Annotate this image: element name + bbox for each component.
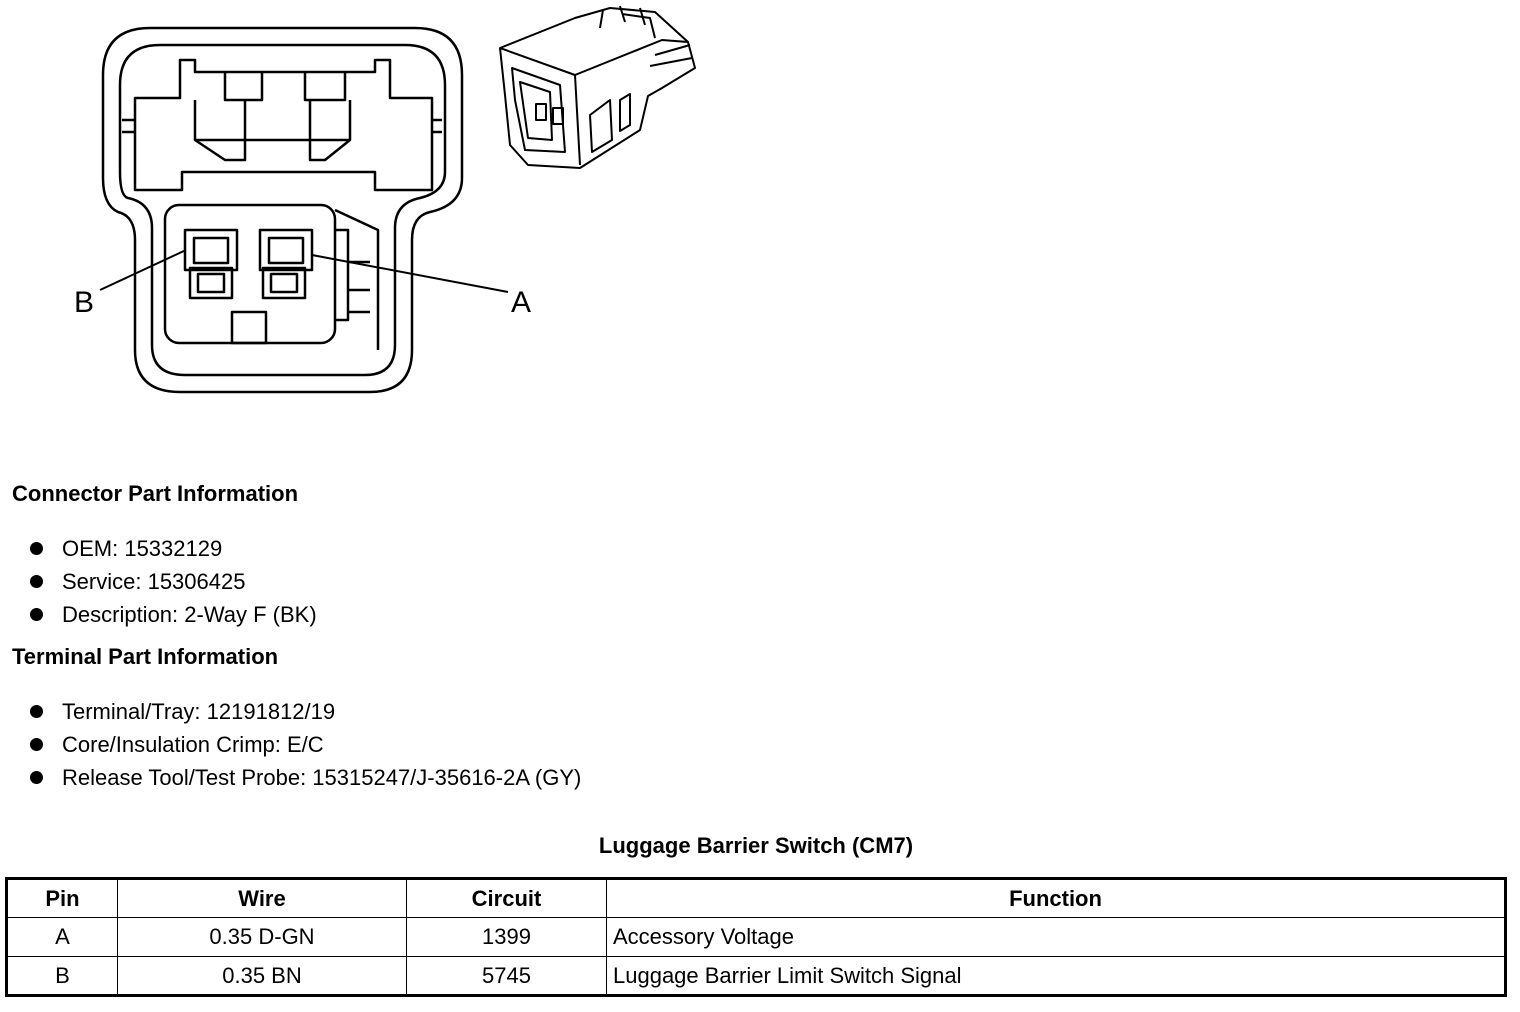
pin-b-label: B (74, 286, 94, 319)
bullet-icon (30, 608, 43, 621)
key-tab (230, 310, 268, 345)
connector-face-outline (101, 26, 464, 394)
list-item: Terminal/Tray: 12191812/19 (30, 695, 581, 728)
header-function: Function (606, 878, 1506, 918)
bullet-icon (30, 771, 43, 784)
connector-part-info-title: Connector Part Information (12, 481, 299, 506)
list-item: Core/Insulation Crimp: E/C (30, 728, 581, 761)
leader-b (99, 249, 187, 291)
pin-a-label: A (511, 286, 531, 319)
cell-pin: B (6, 956, 118, 996)
list-item: OEM: 15332129 (30, 532, 317, 565)
header-wire: Wire (117, 878, 407, 918)
cavity-a (258, 228, 314, 300)
cell-wire: 0.35 BN (117, 956, 407, 996)
terminal-part-info-title: Terminal Part Information (12, 644, 279, 669)
cell-wire: 0.35 D-GN (117, 917, 407, 957)
table-header-row: Pin Wire Circuit Function (6, 878, 1506, 918)
bullet-icon (30, 542, 43, 555)
leader-a (311, 254, 509, 293)
pinout-table: Pin Wire Circuit Function A 0.35 D-GN 13… (5, 877, 1507, 997)
connector-face-inner-outline (118, 43, 447, 377)
terminal-part-info-list: Terminal/Tray: 12191812/19 Core/Insulati… (30, 695, 581, 794)
table-row: A 0.35 D-GN 1399 Accessory Voltage (6, 917, 1506, 957)
header-circuit: Circuit (406, 878, 607, 918)
list-item: Description: 2-Way F (BK) (30, 598, 317, 631)
header-pin: Pin (6, 878, 118, 918)
bullet-icon (30, 705, 43, 718)
latch-body (133, 58, 434, 192)
connector-isometric-view (499, 5, 696, 169)
bullet-icon (30, 738, 43, 751)
cell-circuit: 1399 (406, 917, 607, 957)
cell-circuit: 5745 (406, 956, 607, 996)
table-row: B 0.35 BN 5745 Luggage Barrier Limit Swi… (6, 956, 1506, 996)
cell-function: Luggage Barrier Limit Switch Signal (606, 956, 1506, 996)
connector-diagram: B A (74, 5, 696, 394)
cell-function: Accessory Voltage (606, 917, 1506, 957)
list-item: Service: 15306425 (30, 565, 317, 598)
list-item: Release Tool/Test Probe: 15315247/J-3561… (30, 761, 581, 794)
cavity-b (183, 228, 239, 300)
connector-part-info-list: OEM: 15332129 Service: 15306425 Descript… (30, 532, 317, 631)
bullet-icon (30, 575, 43, 588)
cell-pin: A (6, 917, 118, 957)
table-title: Luggage Barrier Switch (CM7) (598, 833, 914, 858)
